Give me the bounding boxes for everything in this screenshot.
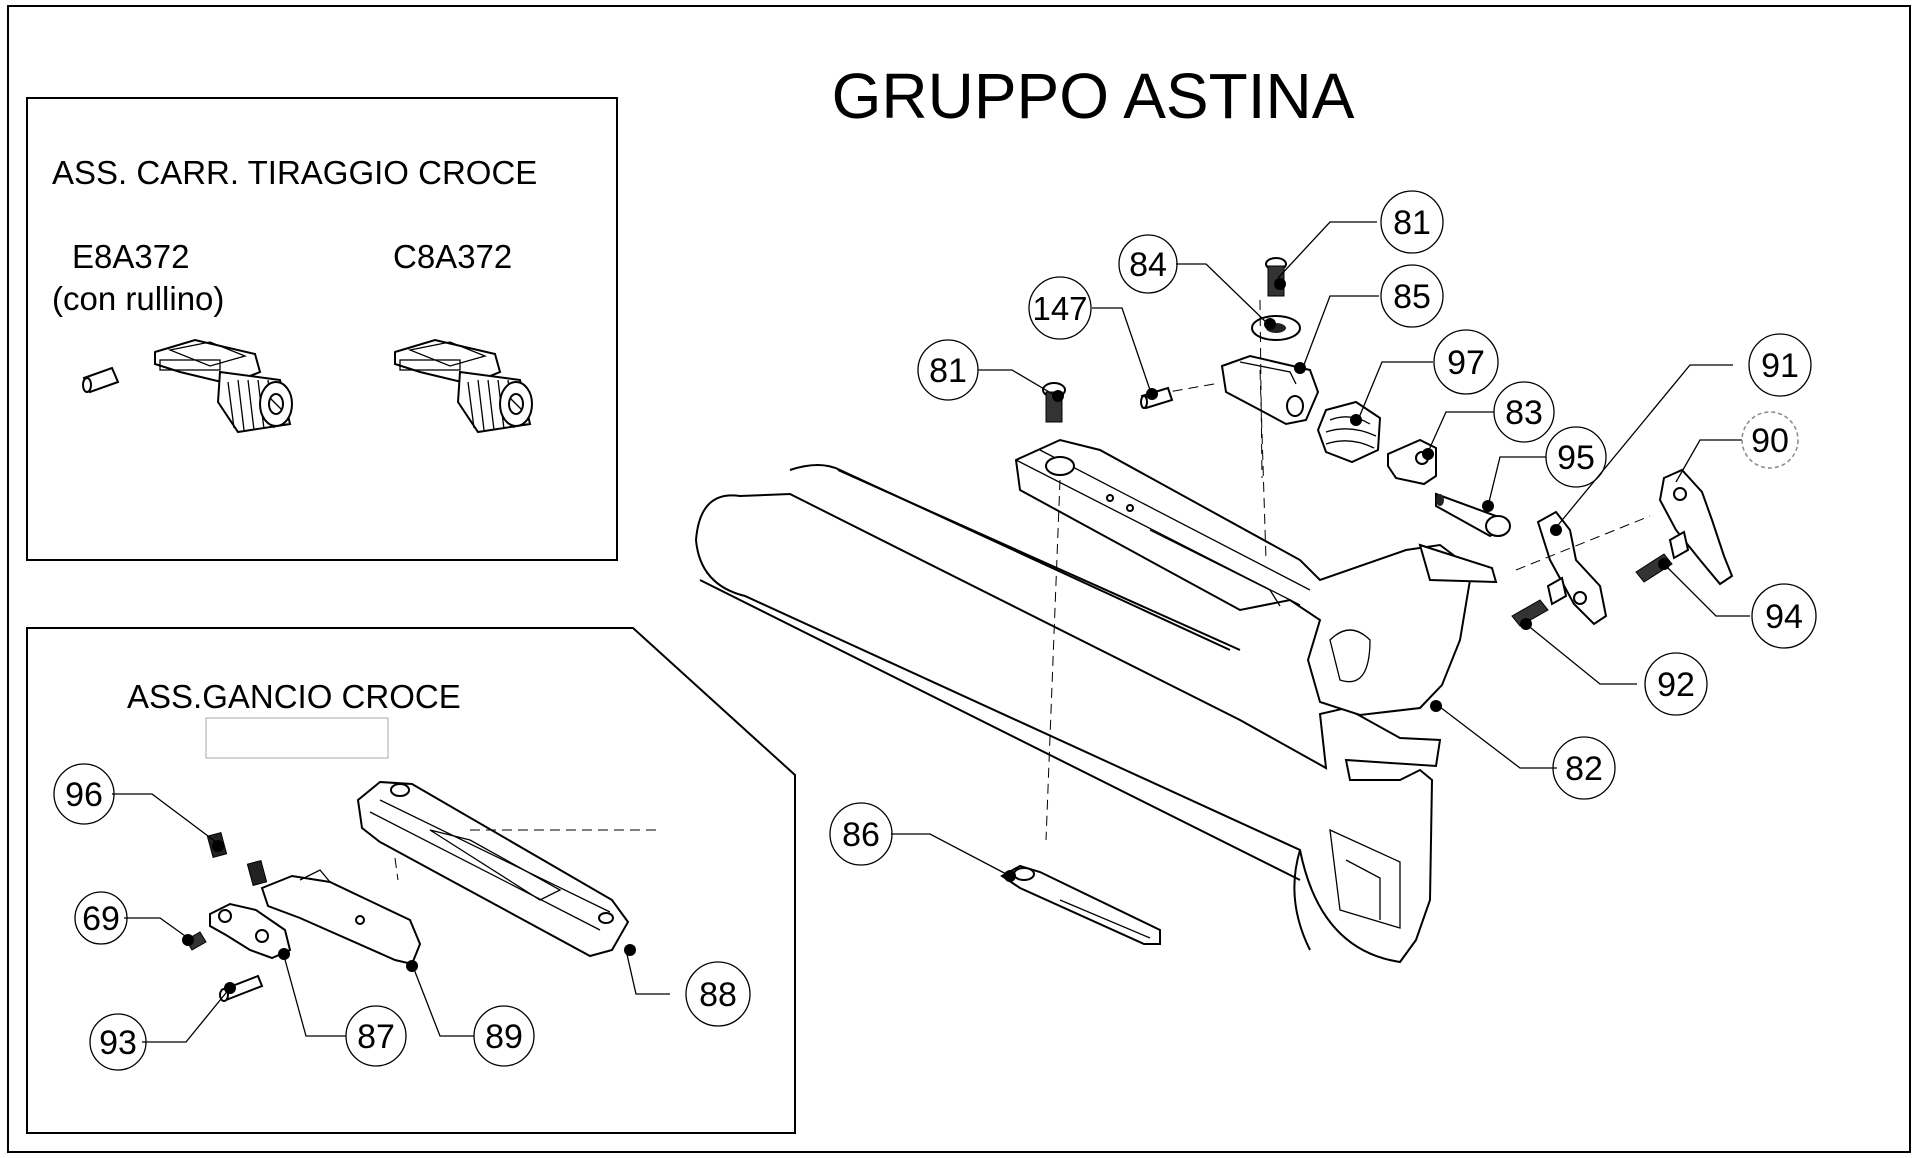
svg-text:90: 90 — [1751, 422, 1789, 460]
callout-89: 89 — [473, 1005, 535, 1067]
svg-text:147: 147 — [1032, 290, 1087, 327]
inset-hook-frame — [26, 627, 796, 1134]
forend-iron — [1014, 438, 1498, 717]
svg-text:81: 81 — [1393, 204, 1431, 242]
long-screw — [1435, 492, 1511, 538]
leader-lines — [112, 221, 1750, 1043]
cam-plate — [1387, 438, 1437, 486]
callout-96: 96 — [53, 763, 115, 825]
inset-hook: ASS.GANCIO CROCE — [26, 627, 796, 1134]
carriage-assembly-left — [154, 338, 293, 434]
callout-86: 86 — [829, 802, 893, 866]
svg-text:94: 94 — [1765, 598, 1803, 636]
svg-text:93: 93 — [99, 1024, 137, 1062]
main-carriage — [1220, 354, 1320, 426]
carriage-assembly-right — [394, 338, 533, 434]
svg-text:87: 87 — [357, 1018, 395, 1056]
callout-88: 88 — [685, 961, 751, 1027]
svg-text:81: 81 — [929, 352, 967, 390]
washer — [1251, 315, 1301, 341]
svg-text:96: 96 — [65, 776, 103, 814]
svg-text:88: 88 — [699, 976, 737, 1014]
svg-text:95: 95 — [1557, 439, 1595, 477]
carriage-note-left: (con rullino) — [52, 280, 224, 317]
small-spring — [185, 931, 207, 951]
inset-carriage-frame — [26, 97, 618, 561]
callout-147: 147 — [1028, 276, 1092, 340]
small-pin — [1140, 386, 1174, 410]
svg-text:89: 89 — [485, 1018, 523, 1056]
carriage-code-left: E8A372 — [72, 238, 189, 275]
inset-hook-heading: ASS.GANCIO CROCE — [127, 678, 461, 715]
callout-94: 94 — [1751, 583, 1817, 649]
hook-lever — [209, 902, 292, 960]
callout-82: 82 — [1552, 736, 1616, 800]
svg-text:85: 85 — [1393, 278, 1431, 316]
spring-92 — [1511, 576, 1568, 627]
callout-85: 85 — [1380, 264, 1444, 328]
page-title: GRUPPO ASTINA — [832, 60, 1355, 132]
inset-hook-blank-label — [205, 717, 389, 759]
svg-text:82: 82 — [1565, 750, 1603, 788]
callout-81-left: 81 — [917, 339, 979, 401]
callout-95: 95 — [1545, 426, 1607, 488]
callout-84: 84 — [1118, 234, 1178, 294]
leader-dots — [182, 278, 1670, 994]
callout-93: 93 — [89, 1013, 147, 1071]
outer-frame — [7, 5, 1911, 1153]
svg-text:86: 86 — [842, 816, 880, 854]
callout-69: 69 — [74, 891, 128, 945]
carriage-code-right: C8A372 — [393, 238, 512, 275]
hook-bar — [356, 780, 630, 958]
callout-83: 83 — [1493, 381, 1555, 443]
lever-91 — [1536, 510, 1608, 626]
callout-91: 91 — [1748, 333, 1812, 397]
inset-carriage-heading: ASS. CARR. TIRAGGIO CROCE — [52, 154, 537, 191]
roller-pin — [82, 366, 120, 394]
callout-87: 87 — [345, 1005, 407, 1067]
hook-pin — [219, 974, 264, 1002]
svg-text:91: 91 — [1761, 347, 1799, 385]
svg-text:69: 69 — [82, 900, 120, 938]
svg-text:92: 92 — [1657, 666, 1695, 704]
callout-81-top: 81 — [1380, 190, 1444, 254]
screw-left — [1042, 382, 1066, 423]
lever-90 — [1658, 468, 1734, 586]
forend-wood — [694, 464, 1442, 964]
svg-text:97: 97 — [1447, 344, 1485, 382]
hook-plate — [260, 869, 422, 966]
svg-text:84: 84 — [1129, 246, 1167, 284]
callout-97: 97 — [1433, 329, 1499, 395]
inset-carriage: ASS. CARR. TIRAGGIO CROCE E8A372 (con ru… — [26, 97, 618, 561]
svg-text:83: 83 — [1505, 394, 1543, 432]
main-spring — [1316, 400, 1382, 464]
callout-90: 90 — [1741, 411, 1799, 469]
spring-94 — [1635, 530, 1690, 583]
screw-top — [1265, 257, 1287, 297]
forend-lever — [1000, 864, 1161, 945]
callout-92: 92 — [1644, 652, 1708, 716]
